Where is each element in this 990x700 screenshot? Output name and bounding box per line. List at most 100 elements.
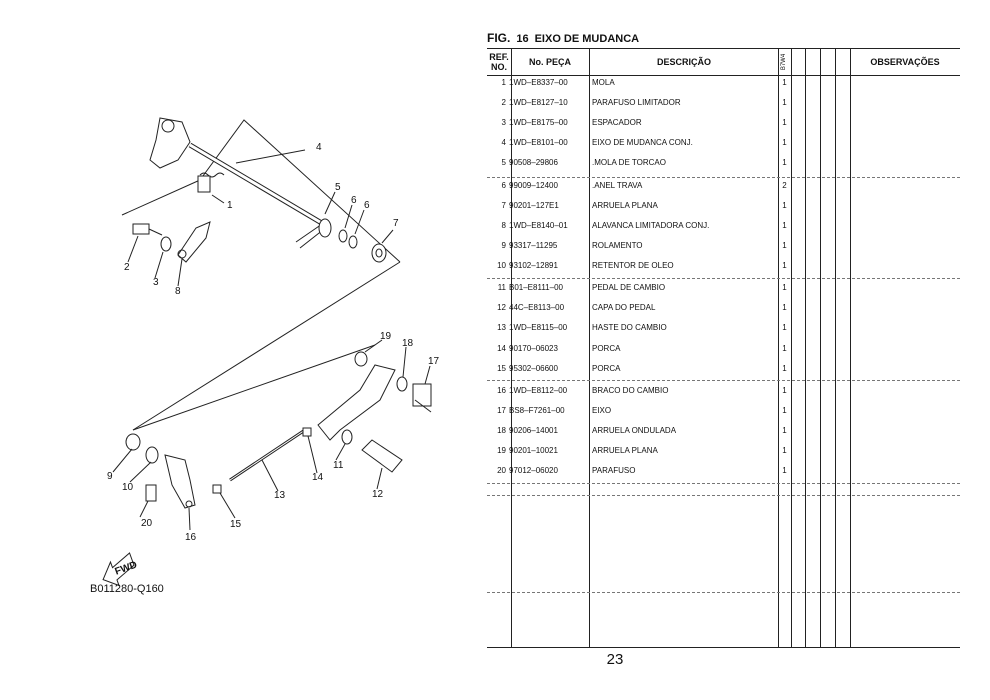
callout-1: 1 <box>227 200 233 211</box>
row-description: ARRUELA PLANA <box>592 446 658 455</box>
header-description: DESCRIÇÃO <box>656 57 711 67</box>
row-ref-no: 18 <box>497 426 506 435</box>
row-part-no: 1WD–E8140–01 <box>509 221 568 230</box>
figure-label: FIG. <box>487 31 511 45</box>
row-description: BRACO DO CAMBIO <box>592 386 669 395</box>
group-separator <box>487 380 960 381</box>
row-part-no: 1WD–E8127–10 <box>509 98 568 107</box>
drawing-code: B011280-Q160 <box>90 583 164 595</box>
row-quantity: 1 <box>782 221 787 230</box>
row-description: MOLA <box>592 78 615 87</box>
row-quantity: 1 <box>782 364 787 373</box>
row-ref-no: 16 <box>497 386 506 395</box>
fwd-label: FWD <box>113 560 138 578</box>
callout-14: 14 <box>312 472 324 483</box>
row-description: HASTE DO CAMBIO <box>592 323 667 332</box>
row-description: ARRUELA ONDULADA <box>592 426 677 435</box>
exploded-parts-diagram: 4 5 6 6 7 1 2 3 8 9 10 20 16 15 13 14 11… <box>90 117 440 595</box>
header-model-code: B7W4 <box>781 53 788 71</box>
row-quantity: 1 <box>782 201 787 210</box>
callout-20: 20 <box>141 518 153 529</box>
row-quantity: 1 <box>782 241 787 250</box>
row-description: PORCA <box>592 364 621 373</box>
row-description: PORCA <box>592 344 621 353</box>
row-ref-no: 4 <box>501 138 506 147</box>
row-part-no: B01–E8111–00 <box>509 283 563 292</box>
row-quantity: 1 <box>782 446 787 455</box>
row-description: PARAFUSO LIMITADOR <box>592 98 681 107</box>
callout-10: 10 <box>122 482 134 493</box>
row-description: ARRUELA PLANA <box>592 201 658 210</box>
row-ref-no: 20 <box>497 466 506 475</box>
row-description: ESPACADOR <box>592 118 642 127</box>
row-quantity: 2 <box>782 181 787 190</box>
row-quantity: 1 <box>782 98 787 107</box>
group-separator <box>487 495 960 496</box>
row-ref-no: 12 <box>497 303 506 312</box>
row-quantity: 1 <box>782 158 787 167</box>
table-header: REF.NO. No. PEÇA DESCRIÇÃO B7W4 OBSERVAÇ… <box>487 49 960 76</box>
row-quantity: 1 <box>782 386 787 395</box>
page-number: 23 <box>606 651 624 668</box>
callout-17: 17 <box>428 356 440 367</box>
row-description: CAPA DO PEDAL <box>592 303 656 312</box>
row-part-no: BS8–F7261–00 <box>509 406 565 415</box>
row-quantity: 1 <box>782 261 787 270</box>
row-ref-no: 10 <box>497 261 506 270</box>
callout-2: 2 <box>124 262 130 273</box>
row-quantity: 1 <box>782 283 787 292</box>
row-part-no: 1WD–E8115–00 <box>509 323 568 332</box>
row-part-no: 1WD–E8337–00 <box>509 78 568 87</box>
callout-16: 16 <box>185 532 197 543</box>
row-ref-no: 19 <box>497 446 506 455</box>
callout-12: 12 <box>372 489 384 500</box>
row-quantity: 1 <box>782 78 787 87</box>
row-ref-no: 11 <box>497 283 506 292</box>
row-quantity: 1 <box>782 406 787 415</box>
row-part-no: 44C–E8113–00 <box>509 303 565 312</box>
row-part-no: 97012–06020 <box>509 466 558 475</box>
row-quantity: 1 <box>782 466 787 475</box>
parts-table: REF.NO. No. PEÇA DESCRIÇÃO B7W4 OBSERVAÇ… <box>487 48 960 648</box>
row-description: ALAVANCA LIMITADORA CONJ. <box>592 221 710 230</box>
row-part-no: 95302–06600 <box>509 364 558 373</box>
row-part-no: 90508–29806 <box>509 158 558 167</box>
row-ref-no: 9 <box>501 241 506 250</box>
header-ref-no: REF.NO. <box>489 52 509 72</box>
row-ref-no: 3 <box>501 118 506 127</box>
row-part-no: 90170–06023 <box>509 344 558 353</box>
callout-6a: 6 <box>351 195 357 206</box>
row-quantity: 1 <box>782 303 787 312</box>
callout-3: 3 <box>153 277 159 288</box>
row-part-no: 90206–14001 <box>509 426 558 435</box>
row-ref-no: 15 <box>497 364 506 373</box>
figure-number: 16 <box>516 33 529 45</box>
row-ref-no: 1 <box>501 78 506 87</box>
row-ref-no: 8 <box>501 221 506 230</box>
callout-13: 13 <box>274 490 286 501</box>
row-description: .ANEL TRAVA <box>592 181 643 190</box>
row-quantity: 1 <box>782 344 787 353</box>
callout-19: 19 <box>380 331 392 342</box>
row-ref-no: 13 <box>497 323 506 332</box>
group-separator <box>487 278 960 279</box>
row-description: PARAFUSO <box>592 466 636 475</box>
row-ref-no: 17 <box>497 406 506 415</box>
row-part-no: 93102–12891 <box>509 261 558 270</box>
row-part-no: 90201–10021 <box>509 446 558 455</box>
